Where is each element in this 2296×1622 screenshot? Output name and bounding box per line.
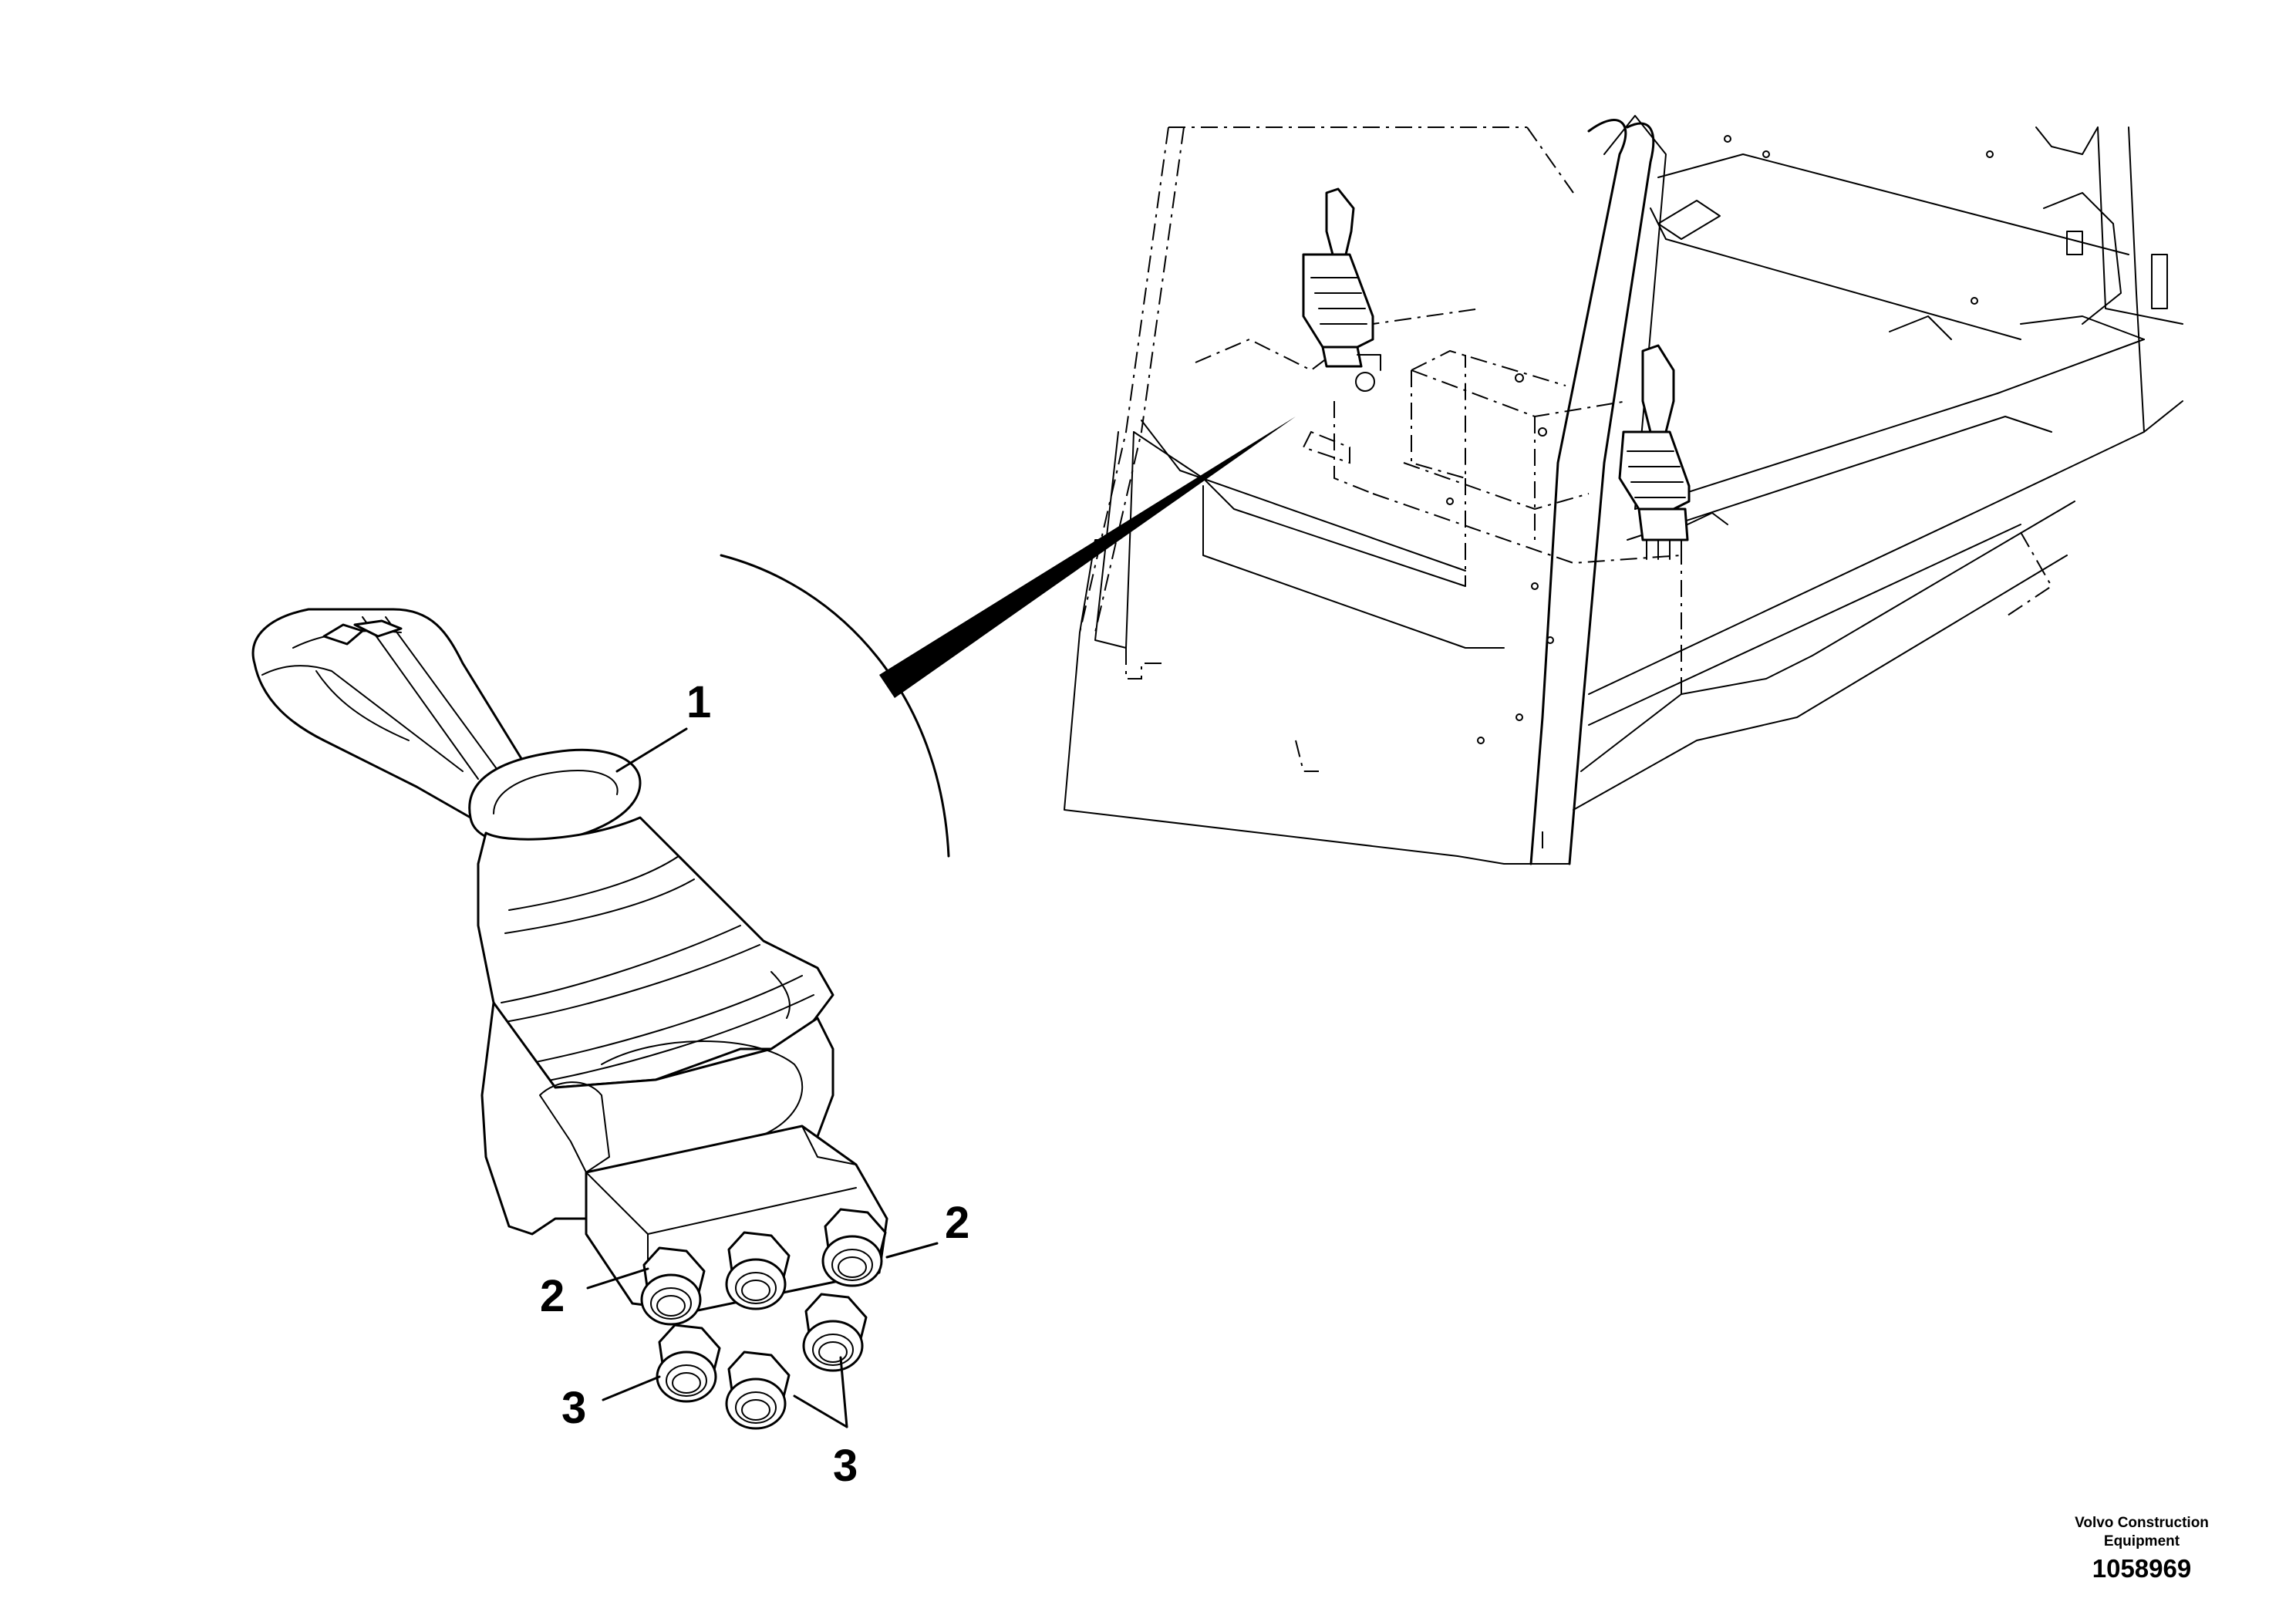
- title-block: Volvo Construction Equipment 1058969: [2026, 1514, 2257, 1583]
- cab-joystick-right: [1618, 344, 1728, 560]
- leader-lines: [586, 727, 939, 1428]
- callout-2-left: 2: [540, 1271, 565, 1321]
- port-fittings: [640, 1208, 887, 1430]
- joystick-detail: [251, 608, 888, 1430]
- callout-3-left: 3: [561, 1383, 586, 1433]
- cab-overview: [1064, 115, 2183, 865]
- cab-joystick-left: [1302, 187, 1381, 392]
- brand-line-1: Volvo Construction: [2075, 1515, 2209, 1531]
- callout-2-right: 2: [945, 1198, 969, 1248]
- drawing-number: 1058969: [2092, 1554, 2192, 1583]
- callout-3-bottom: 3: [833, 1441, 858, 1491]
- brand-line-2: Equipment: [2103, 1533, 2180, 1549]
- callout-1: 1: [686, 677, 711, 727]
- detail-pointer: [720, 416, 1296, 858]
